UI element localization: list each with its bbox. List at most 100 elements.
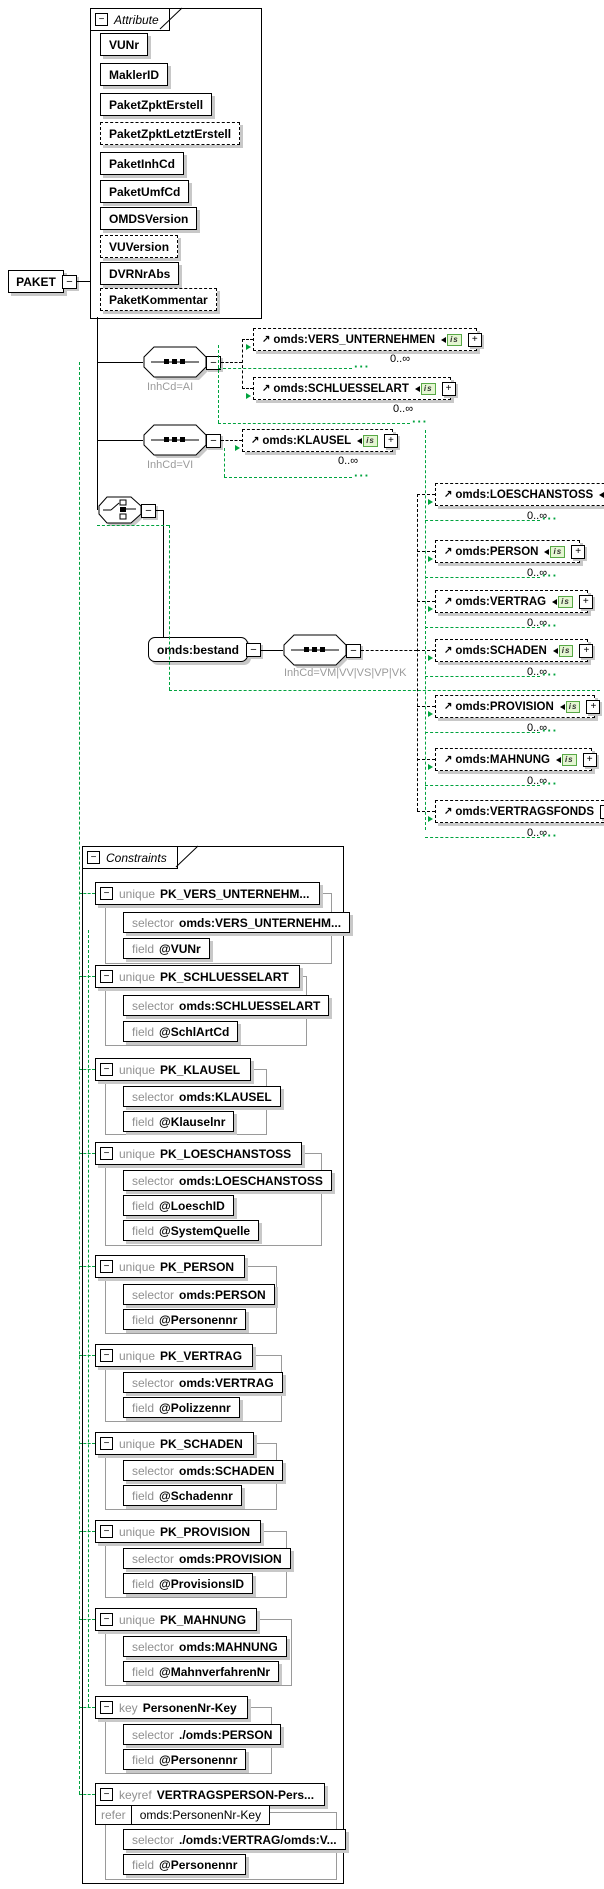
attribute-section-tab[interactable]: − Attribute [90,8,170,31]
attribute-maklerid[interactable]: MaklerID [100,63,169,86]
element-vertragsfonds[interactable]: ↗ omds:VERTRAGSFONDS + [435,800,604,823]
constraint-field[interactable]: field@Personennr [123,1854,247,1875]
constraint-field[interactable]: field@Polizzennr [123,1397,240,1418]
element-bestand[interactable]: omds:bestand [148,637,249,662]
root-element-paket[interactable]: PAKET [8,270,64,293]
element-mahnung[interactable]: ↗ omds:MAHNUNG is + [435,748,597,771]
collapse-icon[interactable]: − [100,1260,113,1273]
attribute-label: DVRNrAbs [109,266,171,281]
attribute-vuversion[interactable]: VUVersion [100,235,179,258]
attribute-paketinhcd[interactable]: PaketInhCd [100,152,185,175]
attribute-omdsversion[interactable]: OMDSVersion [100,207,198,230]
paket-collapse-button[interactable]: − [62,275,77,289]
sequence-ai-collapse-button[interactable]: − [206,356,221,370]
attribute-dvrnrabs[interactable]: DVRNrAbs [100,262,180,285]
expand-plus-button[interactable]: + [578,594,593,609]
element-schluesselart[interactable]: ↗ omds:SCHLUESSELART is + [253,377,456,400]
element-vers-unternehmen[interactable]: ↗ omds:VERS_UNTERNEHMEN is + [253,328,482,351]
sequence-vi-condition-label: InhCd=VI [147,459,194,471]
constraint-field[interactable]: field@ProvisionsID [123,1573,254,1594]
attribute-vunr[interactable]: VUNr [100,33,149,56]
constraint-selector[interactable]: selector./omds:PERSON [123,1724,282,1745]
collapse-icon[interactable]: − [100,1701,113,1714]
expand-plus-button[interactable]: + [600,804,604,819]
expand-plus-button[interactable]: + [582,752,597,767]
expand-plus-button[interactable]: + [579,643,594,658]
element-person[interactable]: ↗ omds:PERSON is + [435,540,586,563]
constraint-name: PK_PROVISION [160,1524,251,1539]
collapse-icon[interactable]: − [100,1613,113,1626]
constraint-field[interactable]: field@LoeschID [123,1195,234,1216]
sequence-bestand-collapse-button[interactable]: − [346,644,361,658]
collapse-icon[interactable]: − [87,851,100,864]
attribute-paketzpktletzterstell[interactable]: PaketZpktLetztErstell [100,122,241,145]
collapse-icon[interactable]: − [100,1788,113,1801]
constraint-arrowhead [428,764,433,770]
collapse-icon[interactable]: − [100,1063,113,1076]
sequence-compositor-icon[interactable] [143,424,211,460]
element-klausel[interactable]: ↗ omds:KLAUSEL is + [242,429,398,452]
element-vertrag[interactable]: ↗ omds:VERTRAG is + [435,590,593,613]
constraints-section-tab[interactable]: − Constraints [82,846,178,869]
expand-plus-button[interactable]: + [467,332,482,347]
element-label: omds:KLAUSEL [262,434,352,447]
collapse-icon[interactable]: − [100,1525,113,1538]
sequence-compositor-icon[interactable] [283,634,351,670]
constraint-field[interactable]: field@MahnverfahrenNr [123,1661,280,1682]
constraint-field[interactable]: field@Klauselnr [123,1111,235,1132]
bestand-collapse-button[interactable]: − [246,643,261,657]
expand-plus-button[interactable]: + [441,381,456,396]
collapse-icon[interactable]: − [100,1349,113,1362]
constraint-selector[interactable]: selector./omds:VERTRAG/omds:V... [123,1829,346,1850]
collapse-icon[interactable]: − [100,1437,113,1450]
occurrence-label: 0..∞ [527,827,548,839]
constraint-field[interactable]: field@VUNr [123,938,210,959]
expand-plus-button[interactable]: + [383,433,398,448]
field-keyword: field [132,1114,155,1129]
sequence-compositor-icon[interactable] [143,346,211,382]
choice-compositor-icon[interactable] [98,496,146,528]
element-loeschanstoss[interactable]: ↗ omds:LOESCHANSTOSS is + [435,483,604,506]
collapse-icon[interactable]: − [95,13,108,26]
constraint-field[interactable]: field@Personennr [123,1749,247,1770]
expand-plus-button[interactable]: + [586,699,601,714]
collapse-icon[interactable]: − [100,1147,113,1160]
selector-keyword: selector [132,1727,175,1742]
choice-collapse-button[interactable]: − [141,504,156,518]
attribute-paketumfcd[interactable]: PaketUmfCd [100,180,190,203]
element-provision[interactable]: ↗ omds:PROVISION is + [435,695,601,718]
sequence-vi-collapse-button[interactable]: − [206,434,221,448]
constraint-field[interactable]: field@SystemQuelle [123,1220,260,1241]
collapse-icon[interactable]: − [100,887,113,900]
constraint-field[interactable]: field@SchlArtCd [123,1021,239,1042]
constraint-field[interactable]: field@Personennr [123,1309,247,1330]
selector-keyword: selector [132,1551,175,1566]
attribute-paketzpkterstell[interactable]: PaketZpktErstell [100,93,213,116]
constraint-field[interactable]: field@Schadennr [123,1485,242,1506]
expand-plus-button[interactable]: + [571,544,586,559]
collapse-icon[interactable]: − [100,970,113,983]
element-schaden[interactable]: ↗ omds:SCHADEN is + [435,639,594,662]
attribute-paketkommentar[interactable]: PaketKommentar [100,288,217,311]
